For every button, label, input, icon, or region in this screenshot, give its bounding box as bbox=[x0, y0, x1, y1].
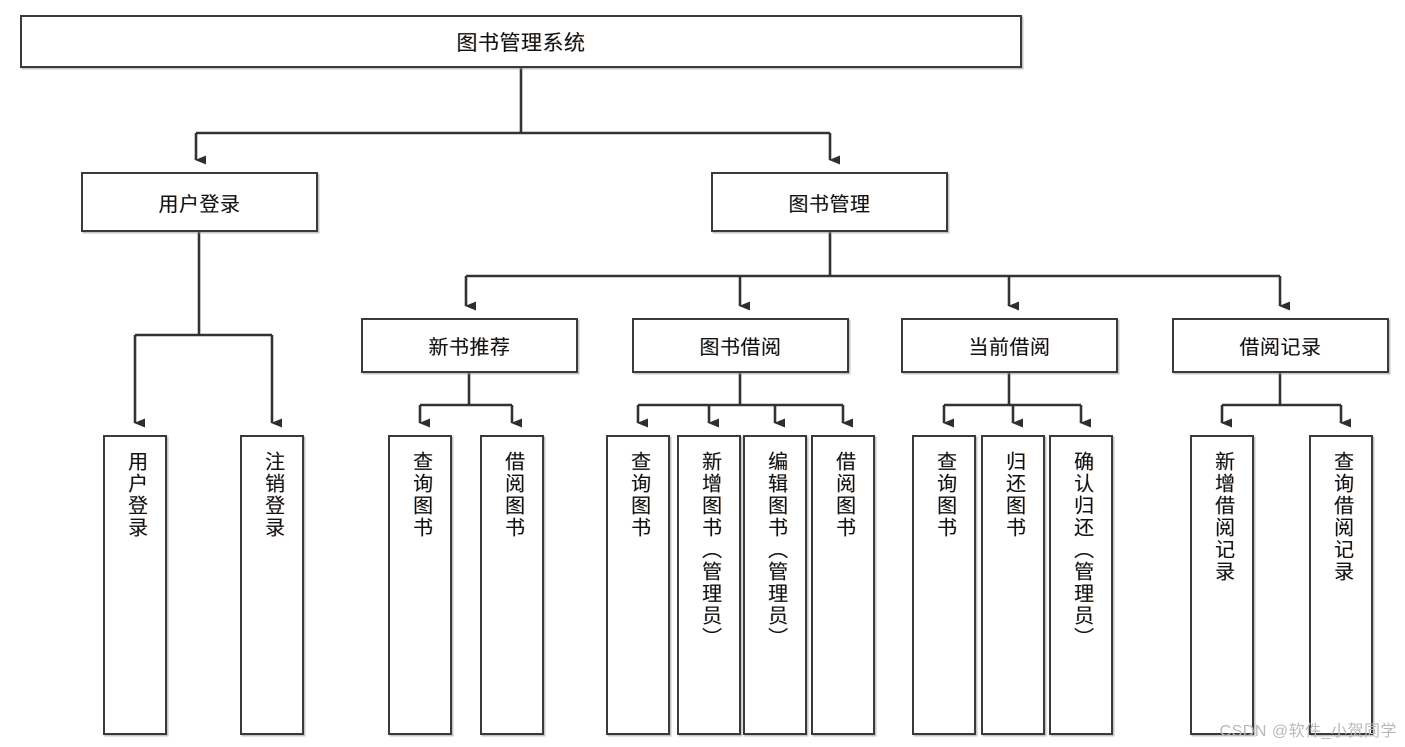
node-current-borrow-label: 当前借阅 bbox=[968, 337, 1051, 359]
node-leaf-query-record[interactable]: 查询借阅记录 bbox=[1309, 435, 1373, 735]
node-leaf-edit-book-label: 编辑图书（管理员） bbox=[764, 451, 787, 649]
node-leaf-user-login-label: 用户登录 bbox=[124, 451, 147, 539]
node-leaf-add-book[interactable]: 新增图书（管理员） bbox=[677, 435, 741, 735]
node-leaf-user-login[interactable]: 用户登录 bbox=[103, 435, 167, 735]
node-leaf-add-record-label: 新增借阅记录 bbox=[1211, 451, 1234, 583]
node-leaf-borrow-book-2[interactable]: 借阅图书 bbox=[811, 435, 875, 735]
node-leaf-query-book-2[interactable]: 查询图书 bbox=[606, 435, 670, 735]
node-leaf-query-book-1-label: 查询图书 bbox=[409, 451, 432, 539]
node-leaf-borrow-book-2-label: 借阅图书 bbox=[832, 451, 855, 539]
node-new-book-recommend[interactable]: 新书推荐 bbox=[361, 318, 578, 373]
node-new-book-recommend-label: 新书推荐 bbox=[428, 337, 511, 359]
node-leaf-confirm-return-label: 确认归还（管理员） bbox=[1070, 451, 1093, 649]
node-leaf-query-book-3-label: 查询图书 bbox=[933, 451, 956, 539]
node-leaf-edit-book[interactable]: 编辑图书（管理员） bbox=[743, 435, 807, 735]
node-borrow-record[interactable]: 借阅记录 bbox=[1172, 318, 1389, 373]
node-user-login[interactable]: 用户登录 bbox=[81, 172, 318, 232]
node-leaf-query-book-2-label: 查询图书 bbox=[627, 451, 650, 539]
node-book-management-label: 图书管理 bbox=[788, 193, 871, 216]
node-leaf-return-book-label: 归还图书 bbox=[1002, 451, 1025, 539]
node-leaf-return-book[interactable]: 归还图书 bbox=[981, 435, 1045, 735]
node-leaf-add-book-label: 新增图书（管理员） bbox=[698, 451, 721, 649]
node-leaf-add-record[interactable]: 新增借阅记录 bbox=[1190, 435, 1254, 735]
node-leaf-borrow-book-1-label: 借阅图书 bbox=[501, 451, 524, 539]
node-current-borrow[interactable]: 当前借阅 bbox=[901, 318, 1118, 373]
node-leaf-query-record-label: 查询借阅记录 bbox=[1330, 451, 1353, 583]
node-root-label: 图书管理系统 bbox=[456, 31, 586, 55]
node-borrow-record-label: 借阅记录 bbox=[1239, 337, 1322, 359]
node-book-borrow-label: 图书借阅 bbox=[699, 337, 782, 359]
node-user-login-label: 用户登录 bbox=[158, 193, 241, 216]
node-leaf-query-book-1[interactable]: 查询图书 bbox=[388, 435, 452, 735]
node-root[interactable]: 图书管理系统 bbox=[20, 15, 1022, 68]
node-leaf-user-logout[interactable]: 注销登录 bbox=[240, 435, 304, 735]
watermark: CSDN @软件_小贺同学 bbox=[1219, 723, 1397, 740]
node-leaf-user-logout-label: 注销登录 bbox=[261, 451, 284, 539]
node-leaf-query-book-3[interactable]: 查询图书 bbox=[912, 435, 976, 735]
node-leaf-borrow-book-1[interactable]: 借阅图书 bbox=[480, 435, 544, 735]
node-book-borrow[interactable]: 图书借阅 bbox=[632, 318, 849, 373]
node-leaf-confirm-return[interactable]: 确认归还（管理员） bbox=[1049, 435, 1113, 735]
node-book-management[interactable]: 图书管理 bbox=[711, 172, 948, 232]
